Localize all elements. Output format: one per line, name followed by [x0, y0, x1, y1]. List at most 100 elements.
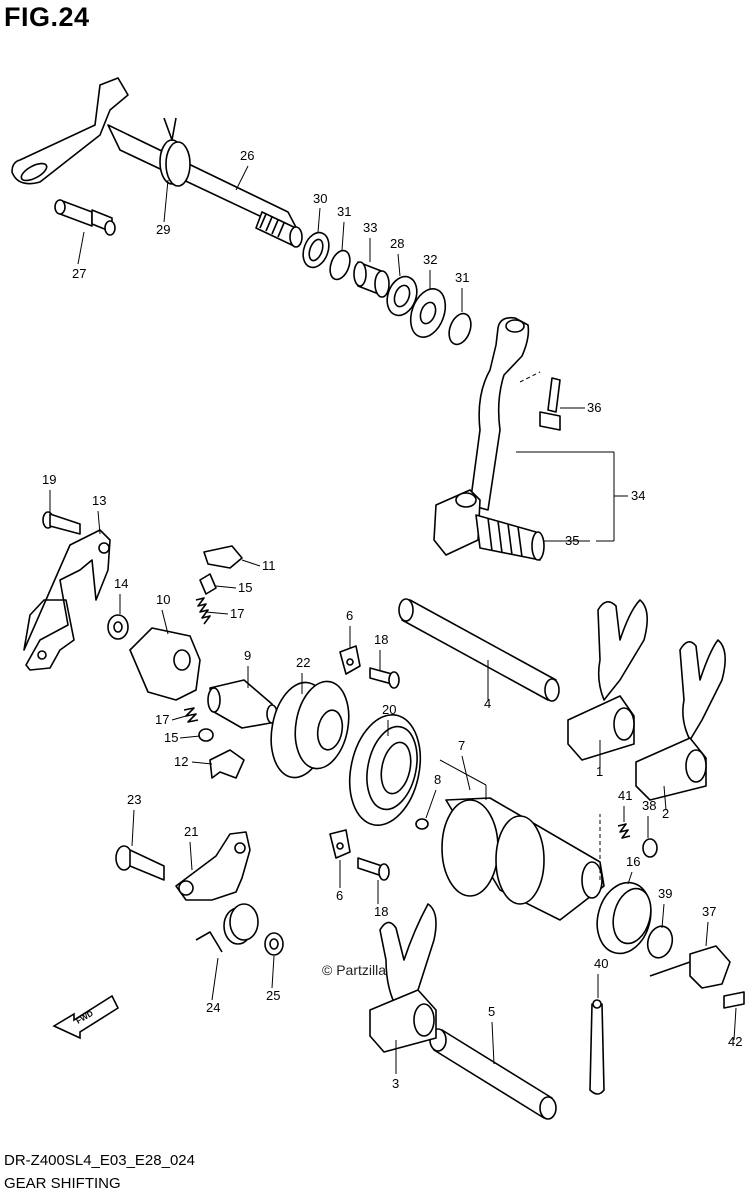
callout-24[interactable]: 24 [206, 1000, 220, 1015]
callout-10[interactable]: 10 [156, 592, 170, 607]
callout-34[interactable]: 34 [631, 488, 645, 503]
part-gearshift-cam-drive-9[interactable] [207, 679, 278, 729]
part-bolt-36[interactable] [539, 377, 561, 431]
part-screw-18a[interactable] [369, 667, 400, 689]
callout-39[interactable]: 39 [658, 886, 672, 901]
part-shift-fork-1[interactable] [567, 599, 648, 761]
callout-16[interactable]: 16 [626, 854, 640, 869]
part-washer-32[interactable] [404, 284, 451, 342]
part-bolt-23[interactable] [115, 845, 165, 881]
part-shaft-4[interactable] [398, 598, 560, 702]
part-pawl-12[interactable] [209, 749, 245, 779]
part-bearing-16[interactable] [590, 876, 659, 959]
leader-28 [397, 253, 401, 277]
callout-3[interactable]: 3 [392, 1076, 399, 1091]
part-washer-14[interactable] [107, 614, 129, 640]
callout-31a[interactable]: 31 [337, 204, 351, 219]
callout-28[interactable]: 28 [390, 236, 404, 251]
callout-18a[interactable]: 18 [374, 632, 388, 647]
leader-42 [733, 1007, 737, 1041]
part-shift-fork-2[interactable] [635, 639, 726, 801]
callout-9[interactable]: 9 [244, 648, 251, 663]
callout-22[interactable]: 22 [296, 655, 310, 670]
part-shift-fork-3[interactable] [369, 903, 437, 1053]
callout-6b[interactable]: 6 [336, 888, 343, 903]
part-washer-30[interactable] [299, 229, 334, 271]
callout-37[interactable]: 37 [702, 904, 716, 919]
callout-14[interactable]: 14 [114, 576, 128, 591]
callout-7[interactable]: 7 [458, 738, 465, 753]
callout-15a[interactable]: 15 [238, 580, 252, 595]
callout-40[interactable]: 40 [594, 956, 608, 971]
part-pin-15b[interactable] [198, 728, 214, 742]
part-oil-seal-28[interactable] [382, 272, 422, 319]
callout-41[interactable]: 41 [618, 788, 632, 803]
leader-30 [317, 207, 321, 233]
part-footrest-35[interactable] [475, 514, 545, 561]
callout-15b[interactable]: 15 [164, 730, 178, 745]
part-pin-8[interactable] [415, 818, 429, 830]
callout-2[interactable]: 2 [662, 806, 669, 821]
callout-30[interactable]: 30 [313, 191, 327, 206]
callout-11[interactable]: 11 [262, 558, 276, 573]
part-bolt-19[interactable] [42, 511, 81, 535]
callout-33[interactable]: 33 [363, 220, 377, 235]
callout-18b[interactable]: 18 [374, 904, 388, 919]
part-spring-29[interactable] [159, 117, 191, 187]
part-o-ring-39[interactable] [644, 923, 675, 960]
callout-13[interactable]: 13 [92, 493, 106, 508]
part-gearshift-lever[interactable] [433, 316, 530, 556]
part-pin-38[interactable] [642, 838, 658, 858]
part-bearing-20[interactable] [340, 708, 430, 832]
callout-25[interactable]: 25 [266, 988, 280, 1003]
part-stopper-arm-21[interactable] [175, 831, 251, 901]
part-bolt-42[interactable] [723, 991, 745, 1009]
callout-17b[interactable]: 17 [155, 712, 169, 727]
callout-12[interactable]: 12 [174, 754, 188, 769]
part-plate-6a[interactable] [339, 645, 361, 675]
callout-20[interactable]: 20 [382, 702, 396, 717]
callout-5[interactable]: 5 [488, 1004, 495, 1019]
part-pawl-lifter-10[interactable] [129, 627, 201, 701]
part-circlip-31b[interactable] [445, 311, 475, 348]
part-spring-17b[interactable] [183, 707, 199, 723]
part-pawl-11[interactable] [203, 545, 243, 569]
callout-38[interactable]: 38 [642, 798, 656, 813]
leader-39 [661, 903, 665, 929]
callout-8[interactable]: 8 [434, 772, 441, 787]
callout-19[interactable]: 19 [42, 472, 56, 487]
part-gearshift-cam-7[interactable] [441, 797, 605, 921]
part-spring-17a[interactable] [195, 597, 211, 625]
callout-36[interactable]: 36 [587, 400, 601, 415]
part-screw-18b[interactable] [357, 857, 390, 881]
part-spring-41[interactable] [617, 823, 631, 839]
part-pin-15a[interactable] [199, 573, 217, 595]
part-pin-27[interactable] [54, 199, 116, 236]
callout-21[interactable]: 21 [184, 824, 198, 839]
part-cam-driven-gear-22[interactable] [264, 677, 355, 782]
part-gearshift-shaft[interactable] [11, 77, 303, 248]
callout-31b[interactable]: 31 [455, 270, 469, 285]
callout-26[interactable]: 26 [240, 148, 254, 163]
part-hose-40[interactable] [589, 999, 605, 1095]
callout-17a[interactable]: 17 [230, 606, 244, 621]
part-neutral-switch-37[interactable] [649, 945, 731, 989]
callout-32[interactable]: 32 [423, 252, 437, 267]
part-washer-25[interactable] [264, 932, 284, 956]
callout-1[interactable]: 1 [596, 764, 603, 779]
part-plate-6b[interactable] [329, 829, 351, 859]
callout-27[interactable]: 27 [72, 266, 86, 281]
callout-35[interactable]: 35 [565, 533, 579, 548]
part-bearing-33[interactable] [353, 261, 390, 298]
callout-42[interactable]: 42 [728, 1034, 742, 1049]
callout-29[interactable]: 29 [156, 222, 170, 237]
part-circlip-31a[interactable] [326, 248, 353, 282]
callout-6a[interactable]: 6 [346, 608, 353, 623]
part-return-spring-24[interactable] [195, 903, 259, 953]
callout-23[interactable]: 23 [127, 792, 141, 807]
forward-arrow-icon: FWD [52, 994, 120, 1040]
part-cam-stopper-plate-13[interactable] [23, 529, 111, 671]
bracket-line [439, 759, 487, 786]
callout-4[interactable]: 4 [484, 696, 491, 711]
